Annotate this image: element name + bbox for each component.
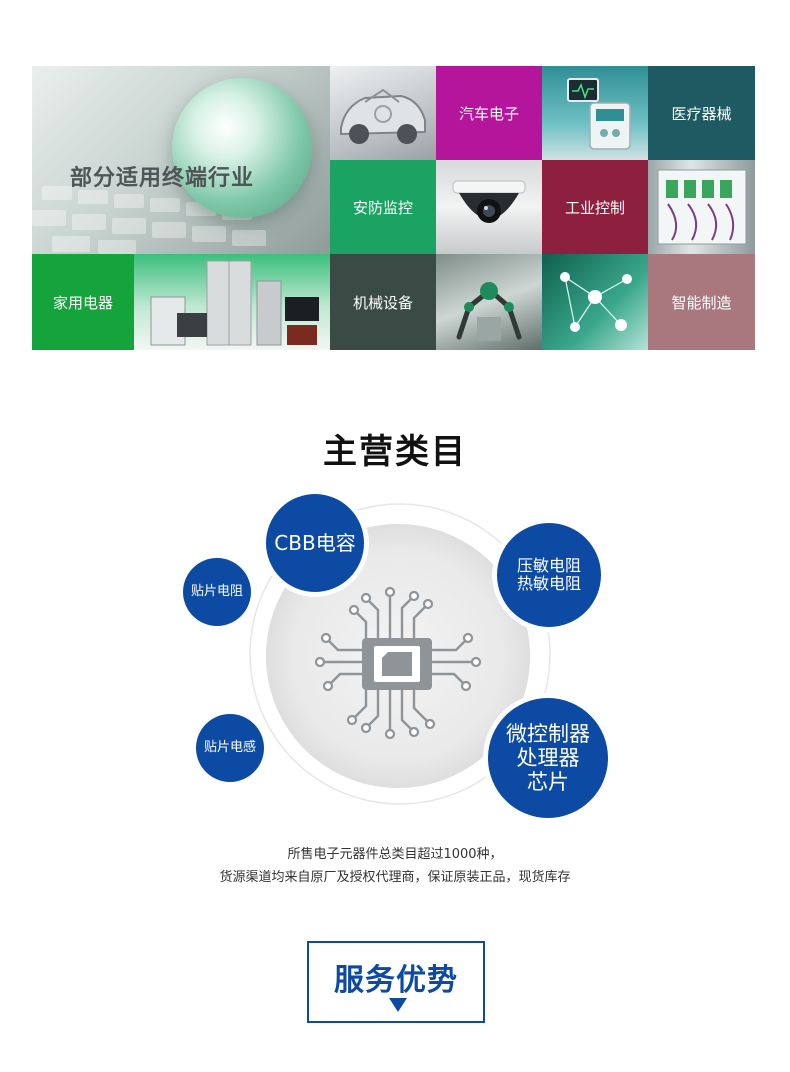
categories-title: 主营类目 bbox=[323, 432, 467, 472]
bubble-chip-resistor[interactable]: 贴片电阻 bbox=[183, 558, 251, 626]
bubble-cbb-capacitor[interactable]: CBB电容 bbox=[266, 494, 364, 592]
bubble-varistor-thermistor[interactable]: 压敏电阻 热敏电阻 bbox=[497, 523, 601, 627]
smart-label: 智能制造 bbox=[671, 293, 732, 312]
arrow-down-icon bbox=[389, 998, 407, 1012]
cabinet-icon bbox=[657, 169, 746, 245]
home-label: 家用电器 bbox=[52, 293, 113, 312]
robot-arm-icon bbox=[456, 282, 522, 341]
medical-device-photo bbox=[542, 66, 648, 160]
car-icon bbox=[340, 88, 426, 144]
varistor-label-line1: 压敏电阻 bbox=[516, 555, 581, 575]
industries-title: 部分适用终端行业 bbox=[70, 166, 255, 191]
industry-medical[interactable]: 医疗器械 bbox=[648, 66, 755, 160]
appliances-photo bbox=[134, 254, 330, 350]
industry-automotive[interactable]: 汽车电子 bbox=[436, 66, 542, 160]
industry-smart-manufacturing[interactable]: 智能制造 bbox=[648, 254, 755, 350]
machinery-photo bbox=[436, 254, 542, 350]
dome-camera-icon bbox=[452, 180, 526, 223]
appliances-icon bbox=[150, 260, 319, 346]
mcu-label-line1: 微控制器 bbox=[506, 721, 590, 746]
security-label: 安防监控 bbox=[352, 198, 413, 217]
medical-label: 医疗器械 bbox=[671, 104, 732, 123]
varistor-label-line2: 热敏电阻 bbox=[516, 574, 581, 593]
cbb-label: CBB电容 bbox=[274, 530, 356, 555]
industry-grid: 部分适用终端行业 汽车电子 医疗器械 安防监控 工业控制 bbox=[32, 66, 755, 350]
categories-diagram: CBB电容 压敏电阻 热敏电阻 贴片电阻 贴片电感 微控制器 处理器 芯片 bbox=[0, 480, 790, 830]
industry-industrial-control[interactable]: 工业控制 bbox=[542, 160, 648, 254]
car-photo bbox=[330, 66, 436, 160]
bubble-mcu-processor-chip[interactable]: 微控制器 处理器 芯片 bbox=[488, 698, 608, 818]
camera-photo bbox=[436, 160, 542, 254]
industry-machinery[interactable]: 机械设备 bbox=[330, 254, 436, 350]
network-icon bbox=[560, 272, 632, 332]
control-cabinet-photo bbox=[648, 160, 755, 254]
automotive-label: 汽车电子 bbox=[458, 104, 519, 123]
network-photo bbox=[542, 254, 648, 350]
industrial-label: 工业控制 bbox=[564, 198, 625, 217]
mcu-label-line2: 处理器 bbox=[516, 745, 580, 770]
globe-graphic bbox=[172, 78, 312, 218]
industry-home-appliance[interactable]: 家用电器 bbox=[32, 254, 134, 350]
chip-inductor-label: 贴片电感 bbox=[203, 739, 256, 755]
monitor-icon bbox=[567, 78, 631, 150]
bubble-chip-inductor[interactable]: 贴片电感 bbox=[196, 714, 264, 782]
mcu-label-line3: 芯片 bbox=[527, 770, 569, 795]
chip-graphic bbox=[249, 503, 551, 805]
chip-resistor-label: 贴片电阻 bbox=[190, 583, 243, 599]
machinery-label: 机械设备 bbox=[352, 293, 413, 312]
categories-desc-line1: 所售电子元器件总类目超过1000种， bbox=[287, 847, 503, 862]
hero-tile: 部分适用终端行业 bbox=[32, 66, 330, 254]
service-title: 服务优势 bbox=[334, 963, 458, 998]
categories-desc-line2: 货源渠道均来自原厂及授权代理商，保证原装正品，现货库存 bbox=[219, 870, 571, 885]
service-advantage-box[interactable]: 服务优势 bbox=[307, 941, 485, 1023]
keyboard-graphic bbox=[32, 186, 266, 254]
industry-security[interactable]: 安防监控 bbox=[330, 160, 436, 254]
